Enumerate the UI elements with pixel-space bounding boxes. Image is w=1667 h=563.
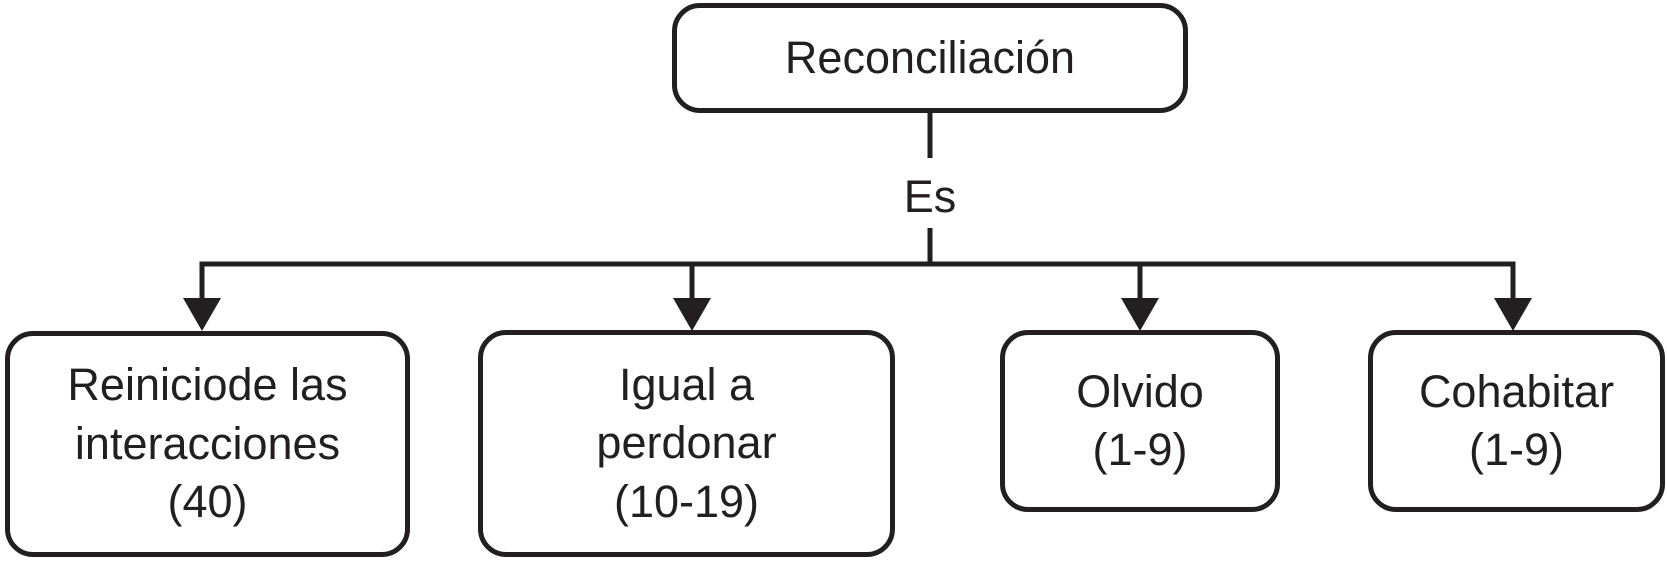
node-label-line: (1-9) bbox=[1092, 424, 1188, 475]
node-igual-a-perdonar: Igual a perdonar (10-19) bbox=[478, 330, 895, 557]
node-label-line: Igual a bbox=[618, 358, 755, 410]
node-label-line: interacciones bbox=[74, 417, 341, 469]
distribution-bar bbox=[199, 261, 1516, 302]
node-label-line: Cohabitar bbox=[1418, 365, 1615, 417]
arrowhead-child-4 bbox=[1494, 298, 1532, 331]
node-olvido: Olvido (1-9) bbox=[1000, 330, 1280, 512]
node-label-line: (10-19) bbox=[613, 475, 760, 527]
node-label-line: Olvido bbox=[1076, 365, 1204, 417]
node-reconciliacion: Reconciliación bbox=[672, 3, 1188, 113]
arrowhead-child-2 bbox=[673, 298, 711, 331]
node-label-line: (40) bbox=[167, 476, 248, 528]
arrowhead-child-3 bbox=[1121, 298, 1159, 331]
node-label-line: (1-9) bbox=[1468, 424, 1564, 475]
node-cohabitar: Cohabitar (1-9) bbox=[1368, 330, 1665, 512]
node-label-line: Reconciliación bbox=[784, 31, 1076, 83]
node-label-line: perdonar bbox=[596, 417, 777, 469]
arrowhead-child-1 bbox=[183, 298, 221, 331]
node-reinicio-interacciones: Reiniciode las interacciones (40) bbox=[5, 331, 410, 557]
node-label-line: Reiniciode las bbox=[67, 359, 348, 411]
edge-label-es: Es bbox=[870, 172, 990, 222]
